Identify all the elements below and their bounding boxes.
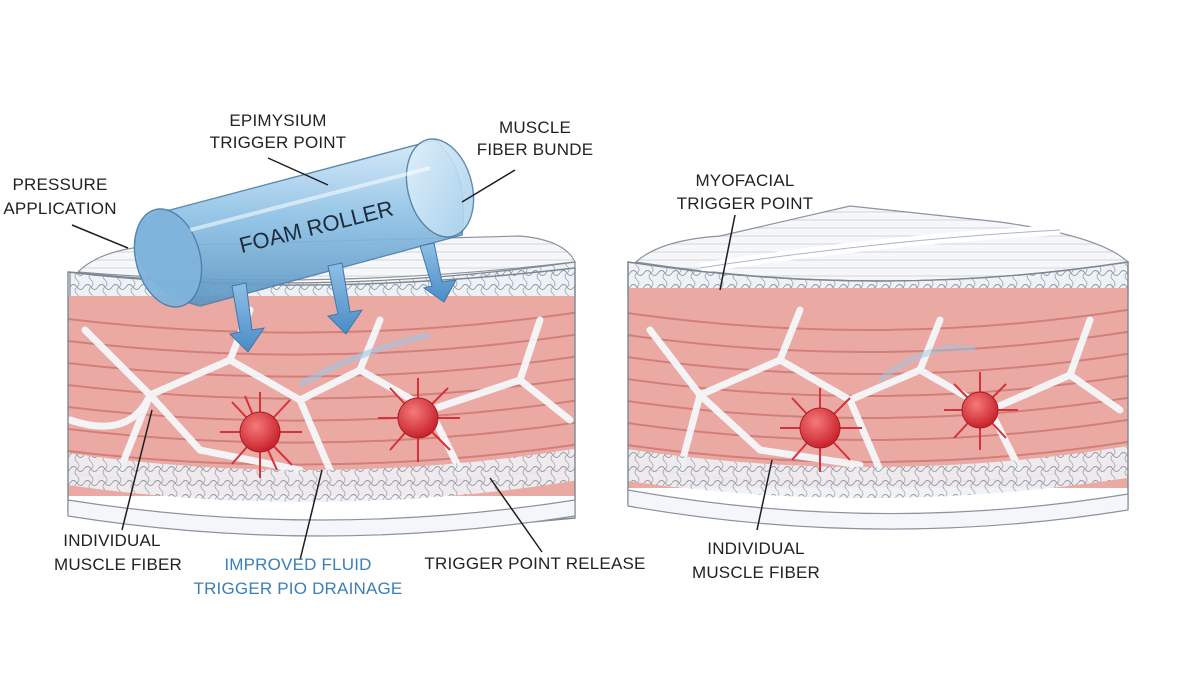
right-tissue-block [627, 205, 1130, 530]
label-improved-fluid: IMPROVED FLUID TRIGGER PIO DRAINAGE [194, 555, 403, 598]
label-epimysium-line2: TRIGGER POINT [210, 133, 347, 152]
label-improved-fluid-line1: IMPROVED FLUID [224, 555, 371, 574]
label-epimysium: EPIMYSIUM TRIGGER POINT [210, 111, 347, 152]
label-muscle-bundle: MUSCLE FIBER BUNDE [477, 118, 594, 159]
label-pressure-line2: APPLICATION [3, 199, 116, 218]
label-trigger-release: TRIGGER POINT RELEASE [424, 554, 645, 573]
label-myofacial-line1: MYOFACIAL [695, 171, 794, 190]
left-tissue-block [67, 235, 576, 537]
trigger-point-left-1 [220, 392, 302, 478]
trigger-point-right-1 [780, 388, 862, 472]
foam-roller: FOAM ROLLER [133, 138, 475, 308]
label-pressure: PRESSURE APPLICATION [3, 175, 116, 218]
label-myofacial: MYOFACIAL TRIGGER POINT [677, 171, 814, 213]
label-individual-left-line1: INDIVIDUAL [63, 531, 160, 550]
label-muscle-bundle-line1: MUSCLE [499, 118, 571, 137]
label-individual-right-line1: INDIVIDUAL [707, 539, 804, 558]
label-individual-right-line2: MUSCLE FIBER [692, 563, 820, 582]
label-improved-fluid-line2: TRIGGER PIO DRAINAGE [194, 579, 403, 598]
label-individual-left: INDIVIDUAL MUSCLE FIBER [54, 531, 182, 574]
leader-lines [71, 157, 773, 561]
label-pressure-line1: PRESSURE [12, 175, 107, 194]
trigger-point-left-2 [378, 378, 460, 462]
label-muscle-bundle-line2: FIBER BUNDE [477, 140, 594, 159]
trigger-point-right-2 [944, 372, 1018, 450]
label-individual-left-line2: MUSCLE FIBER [54, 555, 182, 574]
label-individual-right: INDIVIDUAL MUSCLE FIBER [692, 539, 820, 582]
label-myofacial-line2: TRIGGER POINT [677, 194, 814, 213]
pressure-arrows [228, 242, 457, 353]
label-epimysium-line1: EPIMYSIUM [229, 111, 326, 130]
